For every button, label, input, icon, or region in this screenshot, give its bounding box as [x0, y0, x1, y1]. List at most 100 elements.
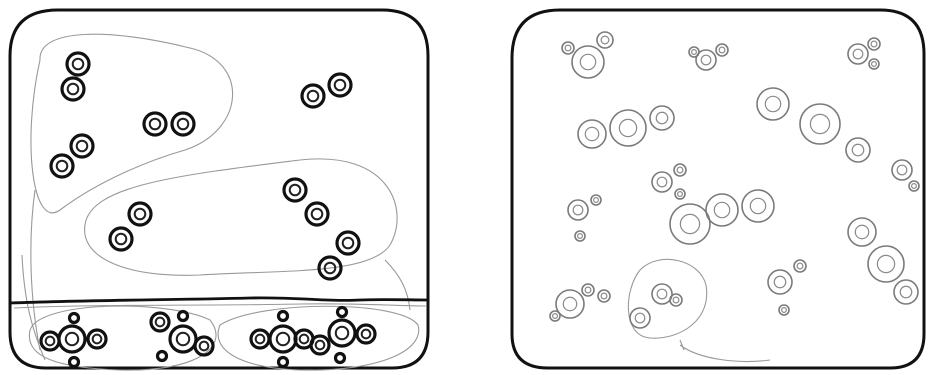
sketch-atom-core: [872, 62, 877, 67]
sketch-atom: [575, 231, 585, 241]
diatomic-molecule: [319, 232, 359, 279]
sketch-atom-core: [601, 36, 609, 44]
cluster-center-atom-core: [277, 333, 289, 345]
sketch-atom: [630, 308, 650, 328]
right-arrow-stroke: [680, 340, 770, 361]
sketch-molecule: [598, 290, 610, 302]
bottom-cluster-loop-2: [218, 306, 419, 370]
sketch-atom-core: [877, 255, 894, 272]
cluster-atom: [251, 330, 269, 348]
sketch-atom-core: [900, 286, 912, 298]
diatomic-molecule: [110, 203, 151, 250]
sketch-atom-core: [714, 202, 729, 217]
atom-core: [57, 161, 68, 172]
left-panel: [10, 10, 428, 370]
cluster-center-atom-core: [336, 327, 348, 339]
sketch-atom: [652, 284, 672, 304]
cluster-small-atom: [336, 354, 345, 363]
cluster-atom-core: [300, 335, 309, 344]
sketch-atom-core: [871, 41, 877, 47]
upper-group-loop: [31, 34, 233, 213]
sketch-molecule: [757, 88, 870, 162]
atom: [329, 74, 351, 96]
cluster-center-atom-core: [66, 333, 78, 345]
sketch-atom-core: [635, 313, 645, 323]
atom-core: [290, 185, 301, 196]
atom: [144, 113, 166, 135]
sketch-atom: [742, 190, 774, 222]
sketch-atom-core: [852, 144, 864, 156]
sketch-atom: [568, 200, 588, 220]
diatomic-molecule: [51, 135, 93, 177]
atom: [51, 155, 73, 177]
sketch-atom-core: [855, 225, 868, 238]
cluster-small-atom: [70, 358, 79, 367]
cluster-center-atom: [170, 326, 196, 352]
sketch-atom-core: [657, 289, 667, 299]
cluster-atom: [41, 332, 59, 350]
atom-core: [73, 59, 84, 70]
sketch-atom: [894, 280, 918, 304]
atom: [337, 232, 359, 254]
sketch-atom-core: [897, 165, 907, 175]
atom: [302, 85, 324, 107]
sketch-atom-core: [677, 167, 683, 173]
cluster-small-atom: [158, 352, 167, 361]
diatomic-molecule: [302, 74, 351, 107]
atom: [67, 53, 89, 75]
sketch-atom-core: [619, 119, 636, 136]
sketch-molecule: [568, 195, 601, 241]
sketch-molecule: [630, 284, 682, 328]
atom-core: [308, 91, 319, 102]
sketch-atom-core: [692, 50, 697, 55]
sketch-atom: [650, 106, 674, 130]
sketch-atom-core: [656, 112, 668, 124]
sketch-atom: [670, 204, 710, 244]
sketch-atom: [869, 59, 879, 69]
sketch-atom: [598, 290, 610, 302]
cluster-atom-core: [256, 335, 265, 344]
atom-core: [178, 119, 189, 130]
sketch-atom: [892, 160, 912, 180]
atom-core: [335, 80, 346, 91]
left-molecules: [51, 53, 359, 279]
sketch-atom: [582, 284, 594, 296]
sketch-atom: [562, 42, 574, 54]
sketch-atom: [550, 311, 560, 321]
sketch-atom: [909, 181, 919, 191]
cluster-atom: [151, 313, 169, 331]
cluster-small-atom: [279, 358, 288, 367]
surface-shade: [14, 304, 426, 308]
surface-clusters: [41, 308, 375, 367]
sketch-atom-core: [853, 49, 863, 59]
cluster-atom-core: [93, 335, 102, 344]
cluster-center-atom-core: [177, 333, 189, 345]
surface-cluster: [251, 312, 313, 367]
sketch-atom-core: [765, 96, 780, 111]
sketch-atom-core: [680, 214, 699, 233]
sketch-atom: [597, 32, 613, 48]
sketch-molecule: [768, 260, 806, 315]
atom-core: [343, 238, 354, 249]
cluster-atom-core: [316, 341, 325, 350]
atom: [129, 203, 151, 225]
sketch-atom-core: [585, 127, 598, 140]
sketch-molecule: [848, 38, 880, 69]
sketch-atom-core: [585, 287, 591, 293]
atom: [71, 135, 93, 157]
sketch-molecule: [652, 164, 686, 199]
sketch-atom-core: [810, 114, 829, 133]
middle-group-loop: [85, 159, 398, 275]
sketch-atom: [757, 88, 789, 120]
sketch-molecule: [578, 106, 674, 148]
sketch-molecule: [892, 160, 919, 191]
atom-core: [150, 119, 161, 130]
cluster-center-atom: [270, 326, 296, 352]
surface-cluster: [41, 314, 106, 367]
sketch-atom: [610, 110, 646, 146]
surface-cluster: [311, 308, 375, 363]
sketch-atom: [572, 46, 604, 78]
sketch-atom: [578, 120, 606, 148]
cluster-atom-core: [362, 330, 371, 339]
atom-core: [312, 209, 323, 220]
